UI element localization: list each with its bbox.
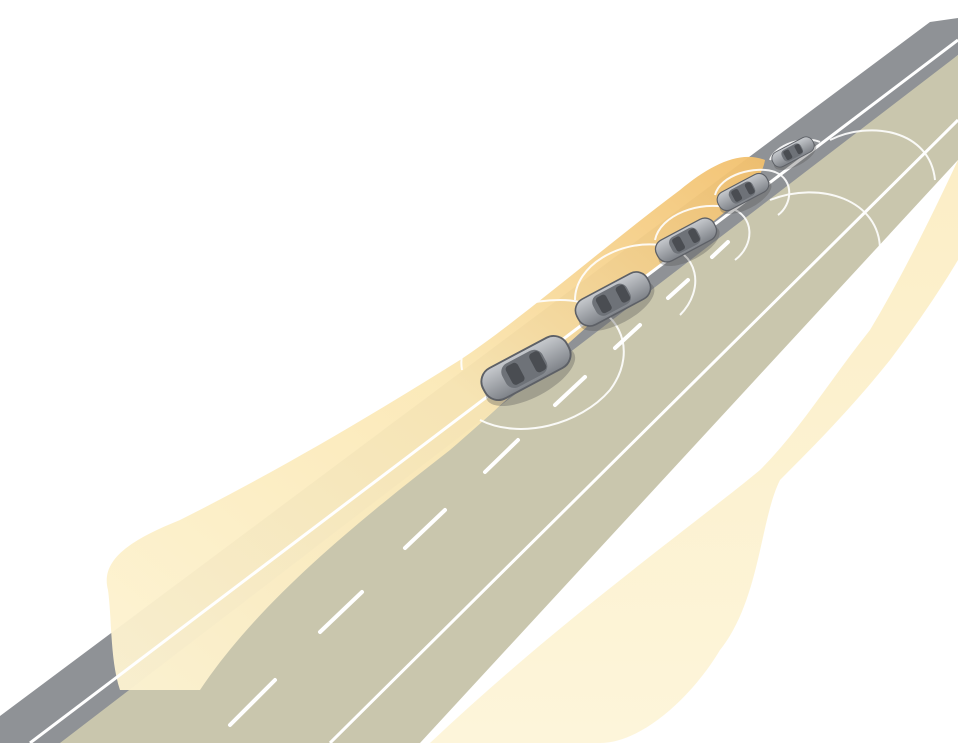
highway-lighting-scene <box>0 0 958 743</box>
